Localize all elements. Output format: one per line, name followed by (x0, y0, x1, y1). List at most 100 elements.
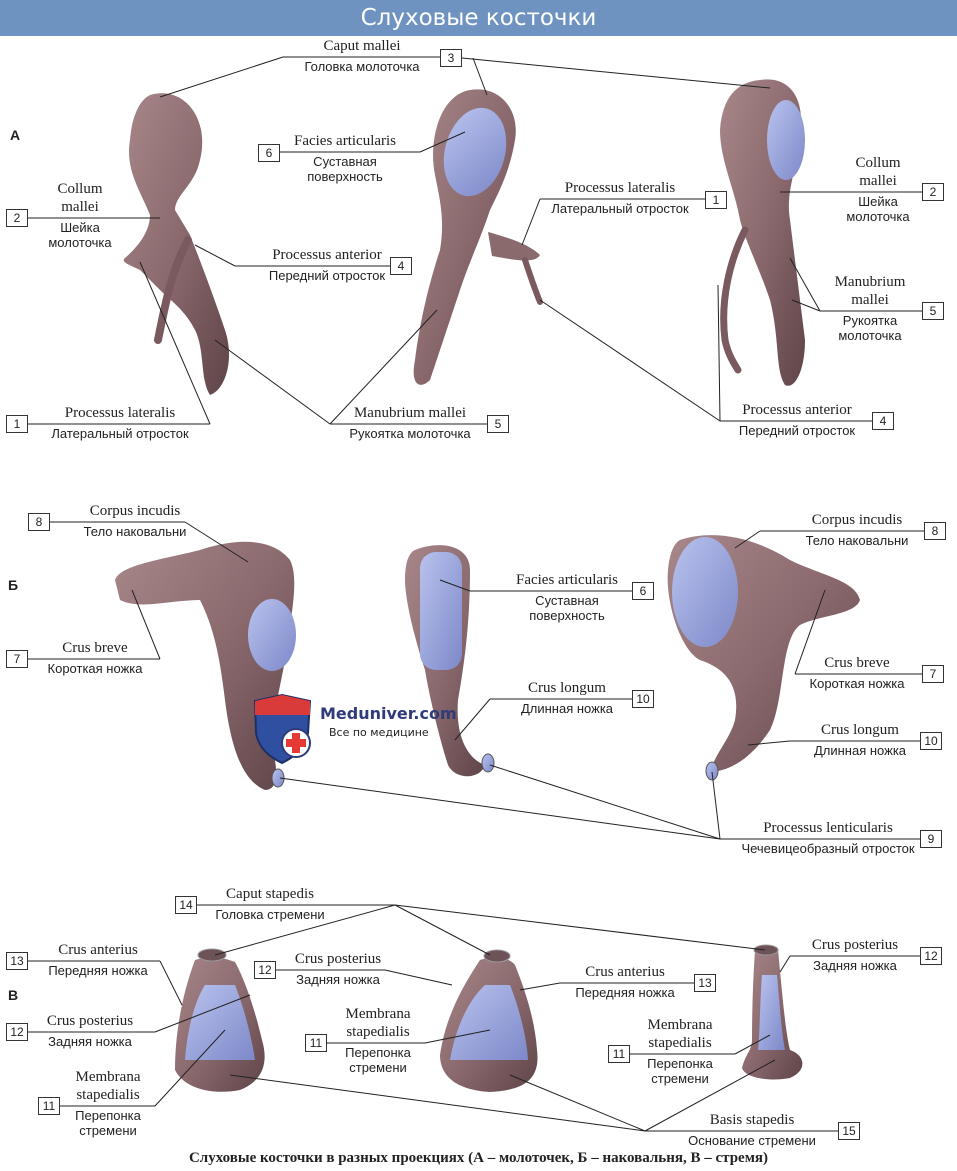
leader-line (461, 57, 771, 89)
russian-term: Суставная (535, 593, 599, 608)
leader-line (229, 1074, 646, 1132)
leader-line (734, 530, 761, 549)
latin-term: Processus anterior (272, 247, 382, 263)
meduniver-shield-logo-icon (253, 693, 312, 765)
label-number-box: 6 (632, 582, 654, 600)
latin-term: Crus anterius (585, 964, 665, 980)
section-marker-v: В (8, 987, 19, 1003)
latin-term: Processus lateralis (64, 405, 176, 421)
russian-term: Латеральный отросток (51, 426, 189, 441)
leader-line (472, 57, 488, 96)
leader-line (329, 309, 438, 425)
russian-term: Рукоятка (842, 313, 898, 328)
label-number-box: 5 (487, 415, 509, 433)
malleus-right-view (720, 79, 805, 386)
latin-term: Crus posterius (294, 951, 382, 967)
label-number-box: 7 (922, 665, 944, 683)
latin-term: Processus lateralis (564, 180, 676, 196)
label-number-box: 13 (6, 952, 28, 970)
section-marker-b: Б (8, 577, 19, 593)
russian-term: Передний отросток (268, 268, 386, 283)
leader-line (394, 904, 491, 956)
russian-term: Головка молоточка (304, 59, 420, 74)
latin-term: Collum (855, 155, 901, 171)
russian-term: Короткая ножка (47, 661, 143, 676)
label-number-box: 1 (705, 191, 727, 209)
latin-term: mallei (851, 292, 889, 308)
label-number-box: 7 (6, 650, 28, 668)
latin-term: Corpus incudis (89, 503, 181, 519)
russian-term: Перепонка (345, 1045, 411, 1060)
leader-line (184, 521, 249, 563)
leader-line (139, 261, 211, 425)
russian-term: молоточка (838, 328, 902, 343)
leader-line (789, 257, 821, 312)
leader-line (489, 764, 721, 840)
russian-term: стремени (651, 1071, 709, 1086)
stapes-right-view (742, 944, 803, 1080)
label-number-box: 2 (922, 183, 944, 201)
russian-term: Длинная ножка (520, 701, 614, 716)
latin-term: Crus longum (821, 722, 899, 738)
latin-term: Manubrium (834, 274, 906, 290)
leader-line (644, 1059, 776, 1132)
latin-term: Crus posterius (46, 1013, 134, 1029)
label-number-box: 4 (872, 412, 894, 430)
latin-term: Crus breve (824, 655, 890, 671)
label-number-box: 8 (924, 522, 946, 540)
latin-term: Crus longum (528, 680, 606, 696)
leader-line (384, 969, 453, 986)
leader-line (154, 1029, 226, 1107)
russian-term: Передняя ножка (575, 985, 675, 1000)
label-number-box: 12 (6, 1023, 28, 1041)
malleus-left-view (123, 93, 230, 396)
russian-term: Латеральный отросток (551, 201, 689, 216)
watermark-name: Meduniver.com (320, 704, 457, 723)
figure-caption: Слуховые косточки в разных проекциях (А … (188, 1150, 769, 1166)
leader-line (214, 904, 396, 956)
latin-term: mallei (859, 173, 897, 189)
latin-term: Membrana (647, 1017, 713, 1033)
latin-term: stapedialis (76, 1087, 140, 1103)
latin-term: Manubrium mallei (353, 405, 467, 421)
leader-line (159, 56, 284, 98)
leader-line (539, 299, 721, 422)
incus-right-view (667, 535, 860, 781)
leader-line (214, 339, 331, 425)
leader-line (521, 198, 541, 246)
russian-term: молоточка (846, 209, 910, 224)
russian-term: Суставная (313, 154, 377, 169)
russian-term: Тело наковальни (805, 533, 909, 548)
russian-term: Чечевицеобразный отросток (741, 841, 915, 856)
russian-term: Основание стремени (688, 1133, 816, 1148)
russian-term: стремени (79, 1123, 137, 1138)
label-number-box: 6 (258, 144, 280, 162)
label-number-box: 5 (922, 302, 944, 320)
russian-term: Короткая ножка (809, 676, 905, 691)
label-number-box: 1 (6, 415, 28, 433)
latin-term: mallei (61, 199, 99, 215)
leader-line (154, 994, 251, 1033)
russian-term: Задняя ножка (296, 972, 380, 987)
leader-line (419, 131, 466, 153)
latin-term: Crus breve (62, 640, 128, 656)
section-marker-a: А (10, 127, 21, 143)
russian-term: стремени (349, 1060, 407, 1075)
latin-term: Processus anterior (742, 402, 852, 418)
russian-term: молоточка (48, 235, 112, 250)
latin-term: Facies articularis (515, 572, 619, 588)
russian-term: Головка стремени (215, 907, 325, 922)
leader-line (454, 698, 491, 741)
russian-term: Передняя ножка (48, 963, 148, 978)
leader-line (131, 589, 161, 660)
label-number-box: 10 (632, 690, 654, 708)
latin-term: Caput mallei (323, 38, 401, 54)
label-number-box: 12 (920, 947, 942, 965)
latin-term: Membrana (345, 1006, 411, 1022)
label-number-box: 12 (254, 961, 276, 979)
leader-line (159, 960, 183, 1006)
leader-line (439, 579, 471, 592)
label-number-box: 4 (390, 257, 412, 275)
latin-term: Caput stapedis (226, 886, 314, 902)
